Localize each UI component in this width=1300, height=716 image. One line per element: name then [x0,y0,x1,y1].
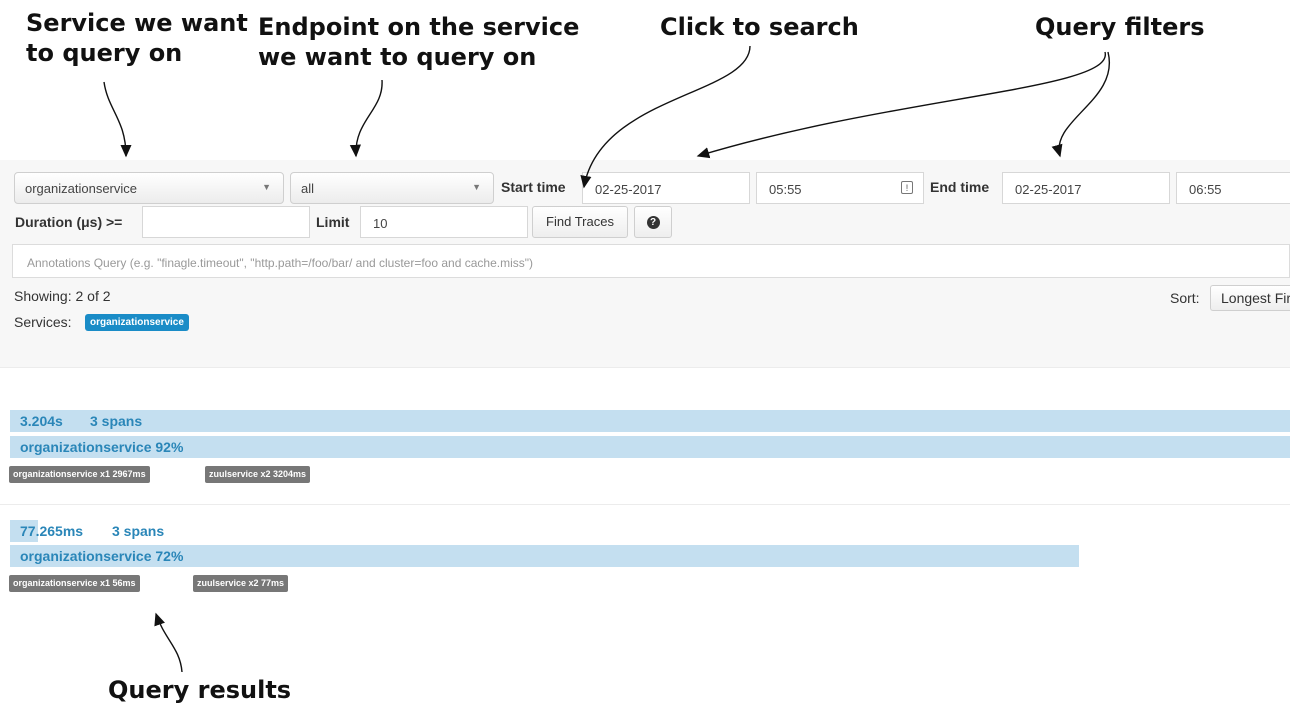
arrow-filter-left [696,51,1106,159]
limit-label: Limit [316,214,350,230]
trace-service-tag: zuulservice x2 3204ms [205,466,311,483]
trace-service-tag: zuulservice x2 77ms [193,575,289,592]
chevron-down-icon: ▼ [262,182,271,192]
callout-service: Service we want to query on [26,9,248,67]
showing-count: Showing: 2 of 2 [14,288,111,304]
trace-duration-bar [10,410,1290,432]
end-date-input[interactable]: 02-25-2017 [1002,172,1170,204]
limit-input[interactable]: 10 [360,206,528,238]
chevron-down-icon: ▼ [472,182,481,192]
arrow-results [154,612,183,673]
end-clock-input[interactable]: 06:55 [1176,172,1290,204]
service-select[interactable]: organizationservice ▼ [14,172,284,204]
trace-duration-bar [10,520,38,542]
callout-filters: Query filters [1035,13,1205,41]
divider [0,504,1290,505]
annotations-query-input[interactable]: Annotations Query (e.g. "finagle.timeout… [12,244,1290,278]
trace-service-tag: organizationservice x1 56ms [9,575,140,592]
trace-service-bar [10,436,1290,458]
arrow-endpoint [349,79,383,158]
endpoint-select-value: all [301,181,315,196]
service-select-value: organizationservice [25,181,138,196]
help-button[interactable]: ? [634,206,672,238]
callout-results: Query results [108,676,292,704]
duration-label: Duration (μs) >= [15,214,123,230]
trace-duration: 77.265ms [20,523,84,539]
trace-service-summary: organizationservice 72% [20,548,184,564]
find-traces-button[interactable]: Find Traces [532,206,628,238]
trace-service-tag: organizationservice x1 2967ms [9,466,150,483]
trace-span-count: 3 spans [90,413,143,429]
divider [0,367,1290,368]
arrow-service [103,81,132,158]
end-time-label: End time [930,179,990,195]
question-icon: ? [646,216,660,230]
services-label: Services: [14,314,72,330]
callout-endpoint: Endpoint on the service we want to query… [258,13,580,71]
endpoint-select[interactable]: all ▼ [290,172,494,204]
time-picker-icon[interactable]: ! [901,181,913,194]
sort-label: Sort: [1170,290,1200,306]
duration-input[interactable] [142,206,310,238]
start-clock-value: 05:55 [769,182,802,197]
trace-span-count: 3 spans [112,523,165,539]
callout-search: Click to search [660,13,859,41]
arrow-filter-right [1051,51,1111,158]
start-clock-input[interactable]: 05:55 ! [756,172,924,204]
trace-service-bar [10,545,1079,567]
trace-duration: 3.204s [20,413,63,429]
service-filter-badge[interactable]: organizationservice [85,314,189,331]
trace-service-summary: organizationservice 92% [20,439,184,455]
zipkin-search-panel: organizationservice ▼ all ▼ Start time 0… [0,160,1290,610]
start-date-input[interactable]: 02-25-2017 [582,172,750,204]
sort-select[interactable]: Longest First [1210,285,1290,311]
start-time-label: Start time [501,179,566,195]
